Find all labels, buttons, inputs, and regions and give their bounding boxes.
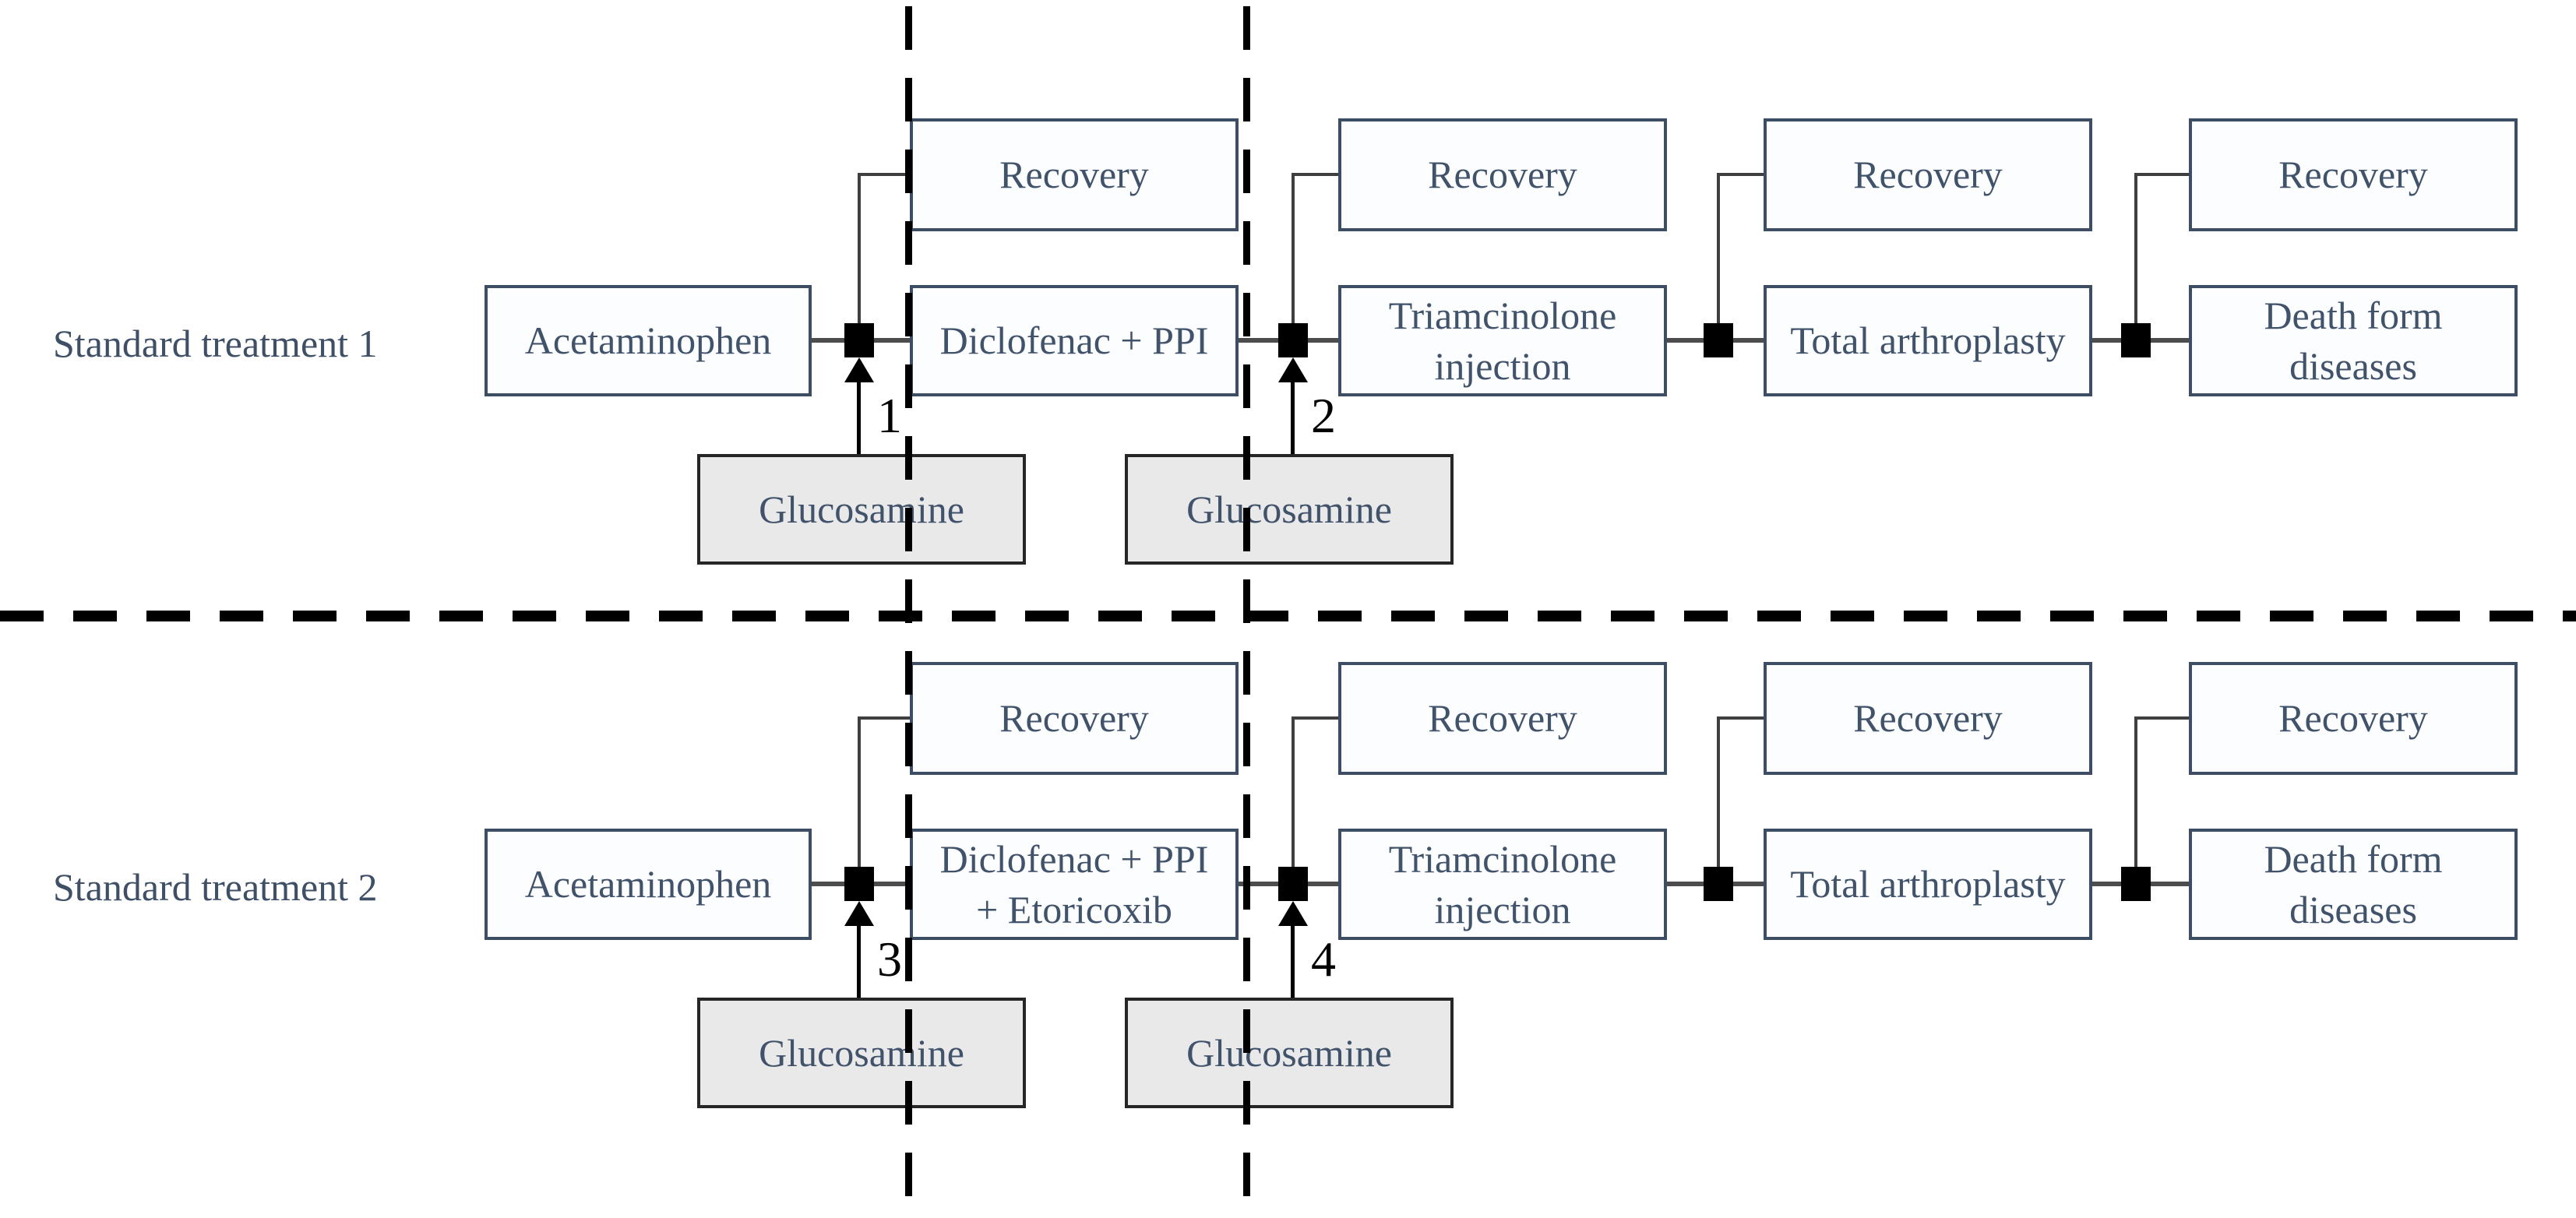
up-arrowhead-icon [844,357,874,382]
row1-box-death-from-diseases: Death form diseases [2189,285,2518,396]
switch-number-1: 1 [877,388,902,443]
connector-line [1667,338,1704,343]
row2-box-diclofenac-ppi-etoricoxib: Diclofenac + PPI + Etoricoxib [910,829,1239,940]
vertical-dashed-line-2 [1243,6,1250,1202]
connector-line [1308,338,1338,343]
elbow-connector [2134,173,2189,176]
row2-glucosamine-box-2: Glucosamine [1125,998,1454,1108]
connector-line [2092,882,2121,886]
row2-box-total-arthroplasty: Total arthroplasty [1764,829,2092,940]
row2-recovery-box-4: Recovery [2189,662,2518,775]
row1-box-triamcinolone-injection: Triamcinolone injection [1338,285,1667,396]
elbow-connector [2134,716,2189,720]
row1-recovery-box-4: Recovery [2189,118,2518,231]
row1-connector-square-1 [844,323,874,357]
row1-connector-square-4 [2121,323,2151,357]
up-arrowhead-icon [1278,901,1308,926]
row1-box-total-arthroplasty: Total arthroplasty [1764,285,2092,396]
row1-connector-square-2 [1278,323,1308,357]
elbow-connector [858,716,861,867]
connector-line [1308,882,1338,886]
connector-line [2151,882,2189,886]
row2-connector-square-1 [844,867,874,901]
elbow-connector [1717,173,1720,323]
connector-line [1733,338,1764,343]
elbow-connector [1292,173,1295,323]
row2-connector-square-3 [1704,867,1733,901]
switch-number-3: 3 [877,931,902,987]
elbow-connector [2134,173,2137,323]
elbow-connector [1717,716,1764,720]
row1-recovery-box-3: Recovery [1764,118,2092,231]
row1-glucosamine-box-1: Glucosamine [697,454,1026,565]
row2-connector-square-2 [1278,867,1308,901]
elbow-connector [1717,173,1764,176]
elbow-connector [858,173,910,176]
up-arrowhead-icon [844,901,874,926]
connector-line [1239,338,1278,343]
connector-line [1667,882,1704,886]
row1-label: Standard treatment 1 [53,322,378,365]
row2-recovery-box-1: Recovery [910,662,1239,775]
row1-box-acetaminophen: Acetaminophen [485,285,812,396]
switch-number-4: 4 [1311,931,1336,987]
arrow-shaft [1291,922,1295,998]
row1-recovery-box-2: Recovery [1338,118,1667,231]
switch-number-2: 2 [1311,388,1336,443]
connector-line [1733,882,1764,886]
elbow-connector [1717,716,1720,867]
row2-recovery-box-2: Recovery [1338,662,1667,775]
connector-line [874,338,910,343]
row1-glucosamine-box-2: Glucosamine [1125,454,1454,565]
row2-recovery-box-3: Recovery [1764,662,2092,775]
elbow-connector [858,173,861,323]
row2-connector-square-4 [2121,867,2151,901]
row2-label: Standard treatment 2 [53,865,378,909]
arrow-shaft [1291,378,1295,454]
row1-box-diclofenac-ppi: Diclofenac + PPI [910,285,1239,396]
elbow-connector [858,716,910,720]
connector-line [2151,338,2189,343]
elbow-connector [1292,716,1295,867]
row1-recovery-box-1: Recovery [910,118,1239,231]
horizontal-dashed-divider [0,611,2576,621]
connector-line [1239,882,1278,886]
arrow-shaft [857,378,861,454]
row1-connector-square-3 [1704,323,1733,357]
arrow-shaft [857,922,861,998]
row2-box-acetaminophen: Acetaminophen [485,829,812,940]
elbow-connector [2134,716,2137,867]
elbow-connector [1292,716,1338,720]
elbow-connector [1292,173,1338,176]
connector-line [812,882,844,886]
up-arrowhead-icon [1278,357,1308,382]
connector-line [812,338,844,343]
row2-box-triamcinolone-injection: Triamcinolone injection [1338,829,1667,940]
connector-line [874,882,910,886]
row2-box-death-from-diseases: Death form diseases [2189,829,2518,940]
row2-glucosamine-box-1: Glucosamine [697,998,1026,1108]
vertical-dashed-line-1 [905,6,912,1202]
connector-line [2092,338,2121,343]
